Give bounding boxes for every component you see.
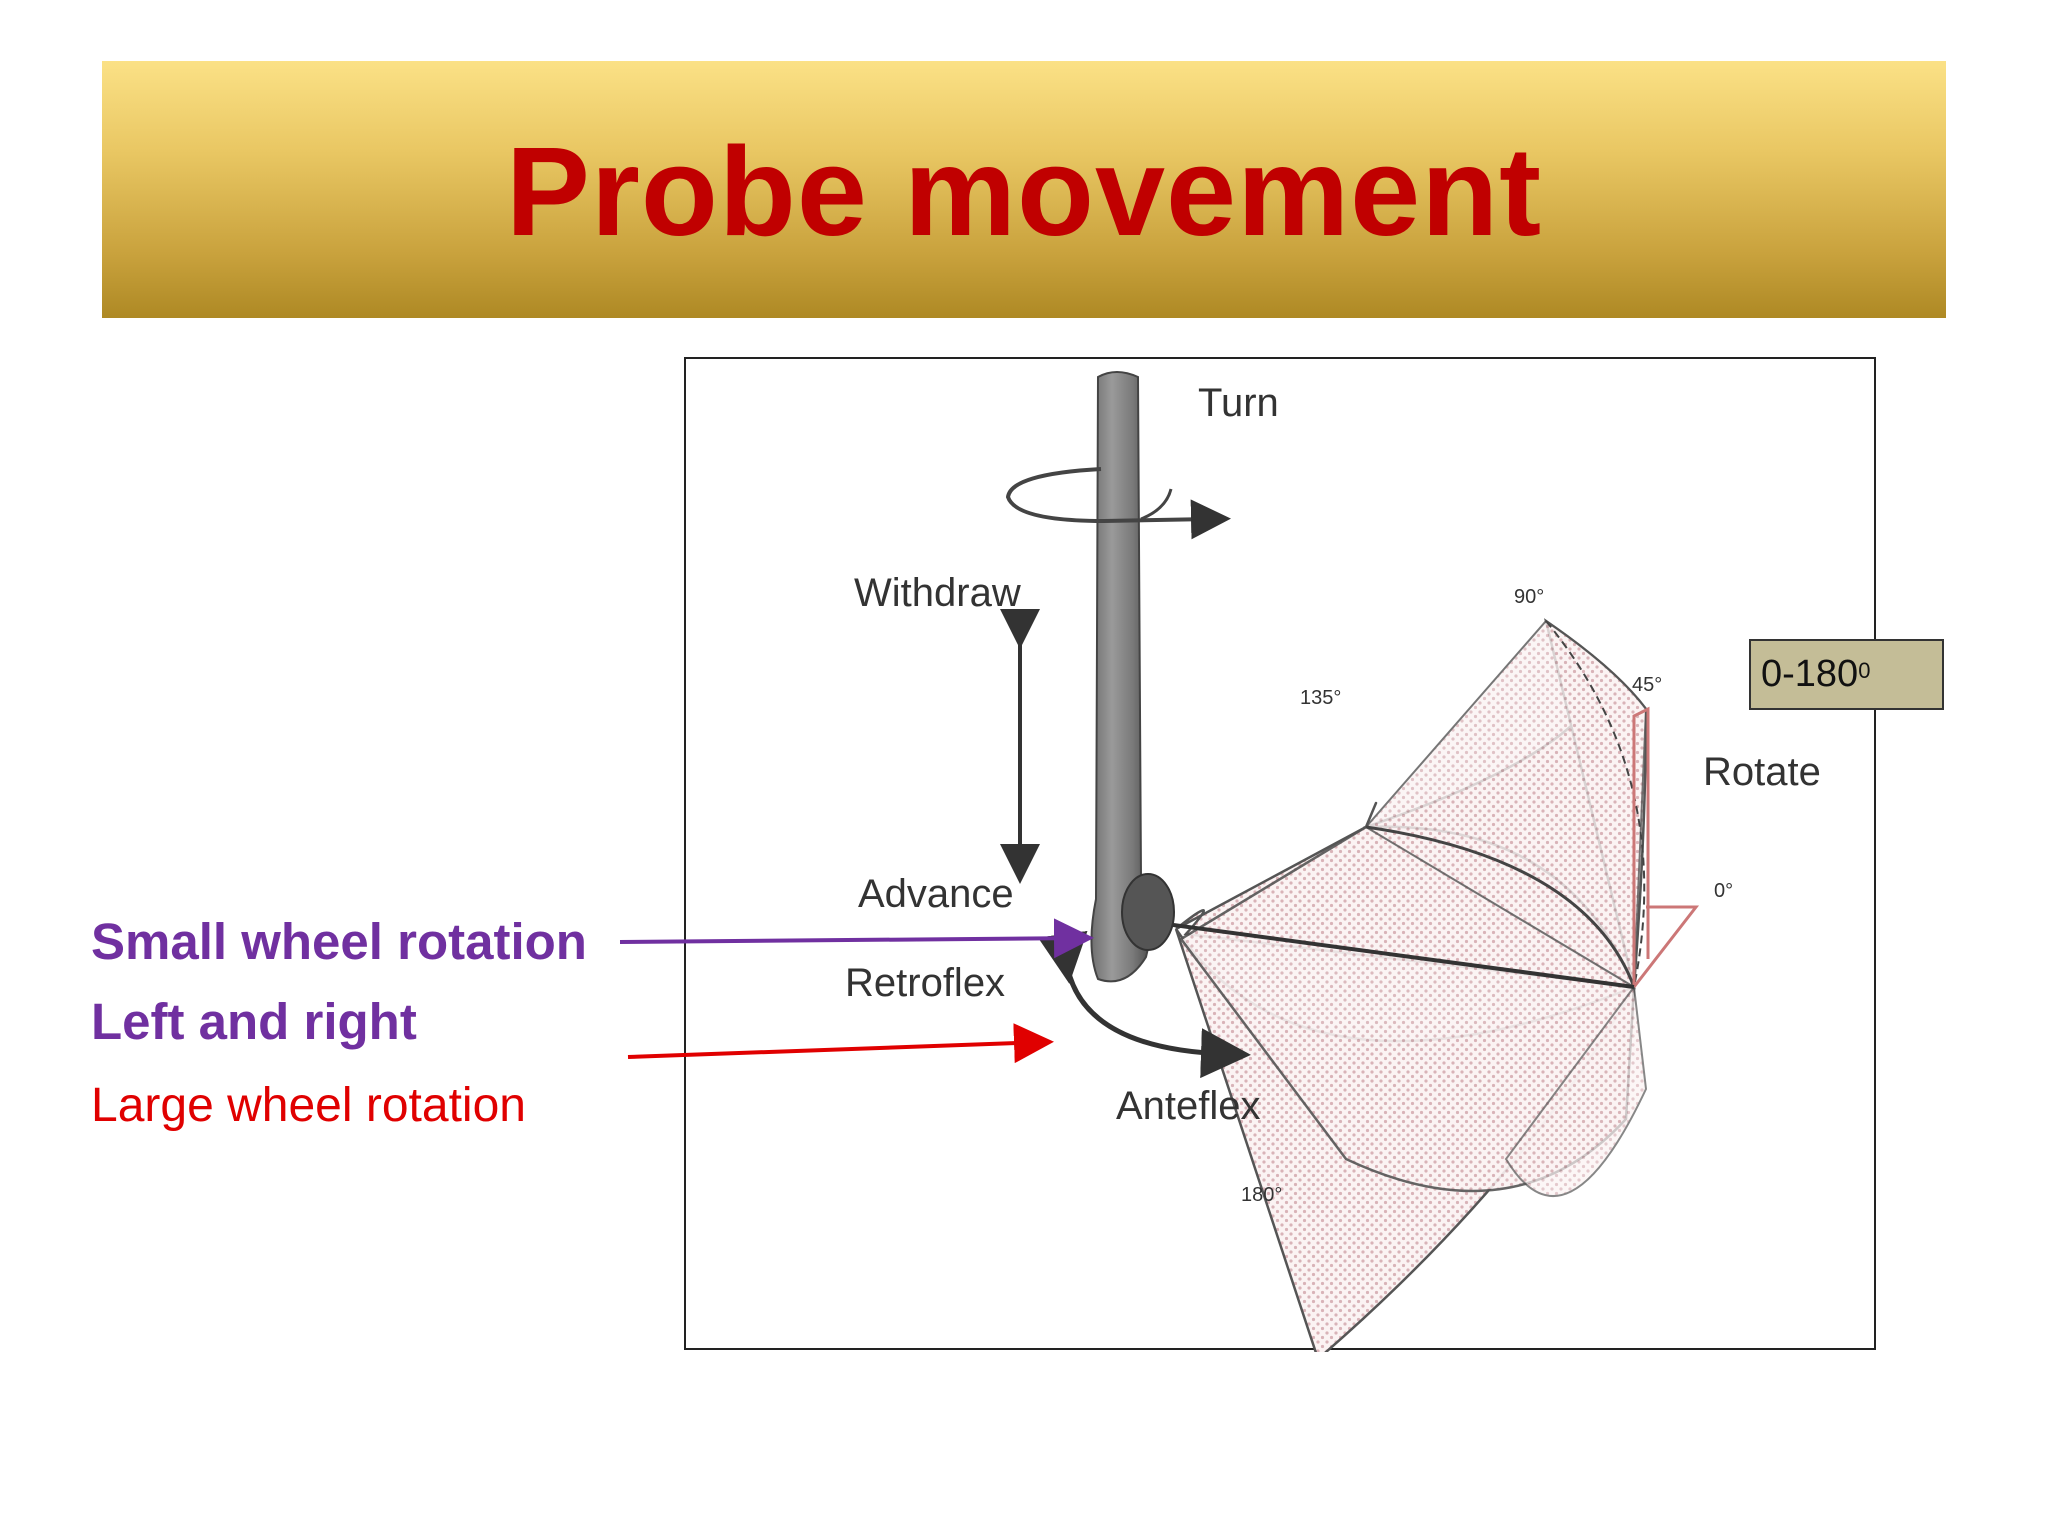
label-withdraw: Withdraw (854, 571, 1021, 615)
label-advance: Advance (858, 872, 1014, 916)
range-superscript: 0 (1858, 657, 1871, 683)
turn-arrow (1005, 467, 1231, 540)
angle-45-marker (1632, 706, 1650, 987)
label-retroflex: Retroflex (845, 961, 1005, 1005)
label-angle-180: 180° (1241, 1184, 1282, 1206)
small-wheel-label: Small wheel rotation (91, 913, 587, 970)
label-angle-0: 0° (1714, 880, 1733, 902)
range-text: 0-180 (1761, 653, 1859, 695)
label-angle-90: 90° (1514, 586, 1544, 608)
imaging-plane-lower (1504, 984, 1648, 1198)
label-rotate: Rotate (1703, 750, 1821, 794)
left-right-label: Left and right (91, 993, 417, 1050)
label-angle-45: 45° (1632, 674, 1662, 696)
probe-diagram: Turn Withdraw Advance Retroflex Anteflex… (684, 357, 1876, 1352)
flex-arrow (1037, 930, 1251, 1079)
label-turn: Turn (1198, 381, 1279, 425)
label-anteflex: Anteflex (1116, 1084, 1261, 1128)
probe-tip (1121, 873, 1175, 951)
title-banner: Probe movement (102, 61, 1946, 318)
angle-0-marker (1632, 905, 1700, 988)
label-angle-135: 135° (1300, 687, 1341, 709)
probe-diagram-drawing: Turn Withdraw Advance Retroflex Anteflex… (845, 371, 1821, 1352)
slide-title: Probe movement (505, 121, 1543, 262)
large-wheel-label: Large wheel rotation (91, 1079, 526, 1132)
